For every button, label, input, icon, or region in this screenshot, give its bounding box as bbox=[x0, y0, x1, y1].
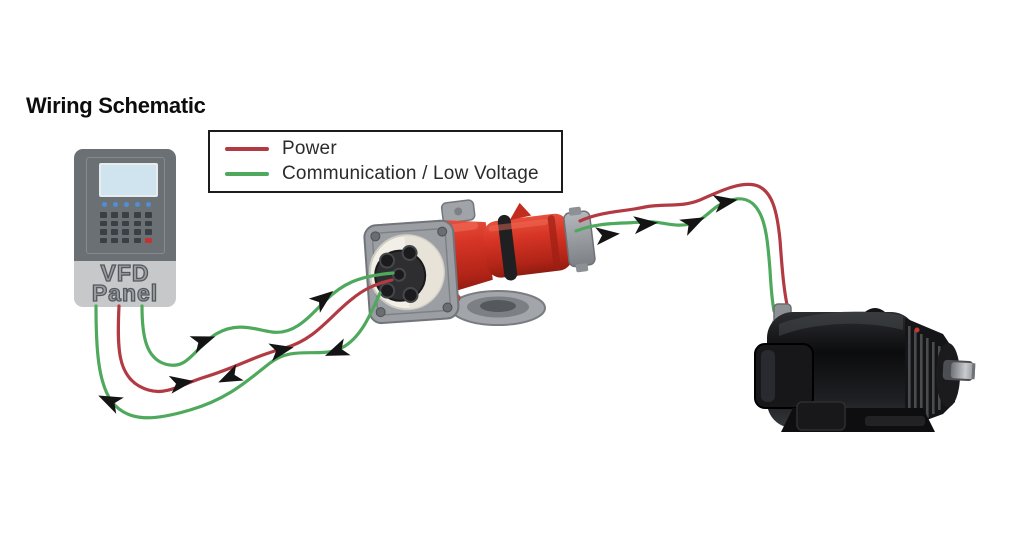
flow-arrow bbox=[712, 195, 738, 213]
motor-shaft bbox=[942, 359, 976, 381]
vfd-panel-label-line1: VFD bbox=[100, 260, 150, 286]
connector-fin bbox=[509, 202, 532, 221]
connector-pin bbox=[401, 244, 418, 261]
flow-arrows bbox=[98, 195, 738, 414]
flow-arrow bbox=[308, 290, 334, 313]
keypad-key bbox=[100, 237, 107, 243]
keypad-key bbox=[144, 220, 152, 226]
flow-arrow bbox=[218, 364, 244, 383]
flow-arrow bbox=[189, 336, 216, 354]
keypad-stop-key bbox=[144, 237, 152, 243]
power-wire-panel-to-connector bbox=[116, 278, 394, 394]
legend-box: Power Communication / Low Voltage bbox=[208, 130, 563, 193]
keypad-key bbox=[133, 212, 141, 218]
keypad-key bbox=[111, 220, 119, 226]
connector-clamp-ring bbox=[497, 214, 518, 281]
vfd-panel: VFD Panel bbox=[74, 149, 176, 307]
keypad-key bbox=[122, 229, 130, 235]
legend-item-power: Power bbox=[224, 138, 561, 160]
keypad-key bbox=[144, 212, 152, 218]
keypad-key bbox=[133, 220, 141, 226]
led-icon bbox=[135, 202, 140, 207]
connector-pin bbox=[379, 252, 396, 269]
connector-pin bbox=[379, 282, 396, 299]
keypad-key bbox=[144, 229, 152, 235]
keypad-key bbox=[100, 229, 107, 235]
keypad-key bbox=[133, 237, 141, 243]
keypad-key bbox=[111, 229, 119, 235]
led-icon bbox=[102, 202, 107, 207]
vfd-status-leds bbox=[102, 202, 151, 207]
keypad-key bbox=[100, 212, 107, 218]
communication-line-swatch bbox=[225, 172, 269, 176]
keypad-key bbox=[100, 220, 107, 226]
keypad-key bbox=[111, 237, 119, 243]
connector-red-body bbox=[439, 199, 596, 294]
flow-arrow bbox=[633, 216, 658, 235]
electric-motor bbox=[754, 303, 976, 432]
keypad-key bbox=[133, 229, 141, 235]
motor-mounting-base bbox=[781, 401, 935, 432]
vfd-display-screen bbox=[99, 163, 158, 197]
flow-arrow bbox=[679, 217, 705, 236]
motor-gloss-highlight bbox=[779, 311, 903, 336]
keypad-key bbox=[122, 237, 130, 243]
communication-wire-panel-to-connector bbox=[140, 271, 395, 367]
legend-label-power: Power bbox=[282, 138, 337, 159]
motor-label-dot bbox=[914, 327, 920, 333]
page-title: Wiring Schematic bbox=[26, 93, 206, 118]
connector-pin bbox=[392, 267, 407, 282]
flow-arrow bbox=[98, 395, 124, 414]
power-line-swatch bbox=[225, 147, 269, 151]
flow-arrow bbox=[268, 343, 294, 362]
flow-arrow bbox=[324, 338, 351, 356]
legend-label-communication: Communication / Low Voltage bbox=[282, 163, 539, 184]
led-icon bbox=[124, 202, 129, 207]
flow-arrow bbox=[168, 375, 194, 394]
vfd-panel-label-line2: Panel bbox=[91, 280, 159, 306]
connector-pin bbox=[402, 287, 419, 304]
keypad-key bbox=[122, 212, 130, 218]
led-icon bbox=[146, 202, 151, 207]
power-wire-connector-to-motor bbox=[578, 182, 791, 315]
motor-lifting-lug bbox=[865, 308, 885, 312]
vfd-keypad bbox=[100, 212, 152, 243]
led-icon bbox=[113, 202, 118, 207]
keypad-key bbox=[111, 212, 119, 218]
legend-item-communication: Communication / Low Voltage bbox=[224, 163, 561, 185]
vfd-panel-label: VFD Panel bbox=[74, 260, 176, 306]
flow-arrow bbox=[595, 227, 620, 246]
keypad-key bbox=[122, 220, 130, 226]
vfd-panel-faceplate bbox=[86, 157, 165, 254]
